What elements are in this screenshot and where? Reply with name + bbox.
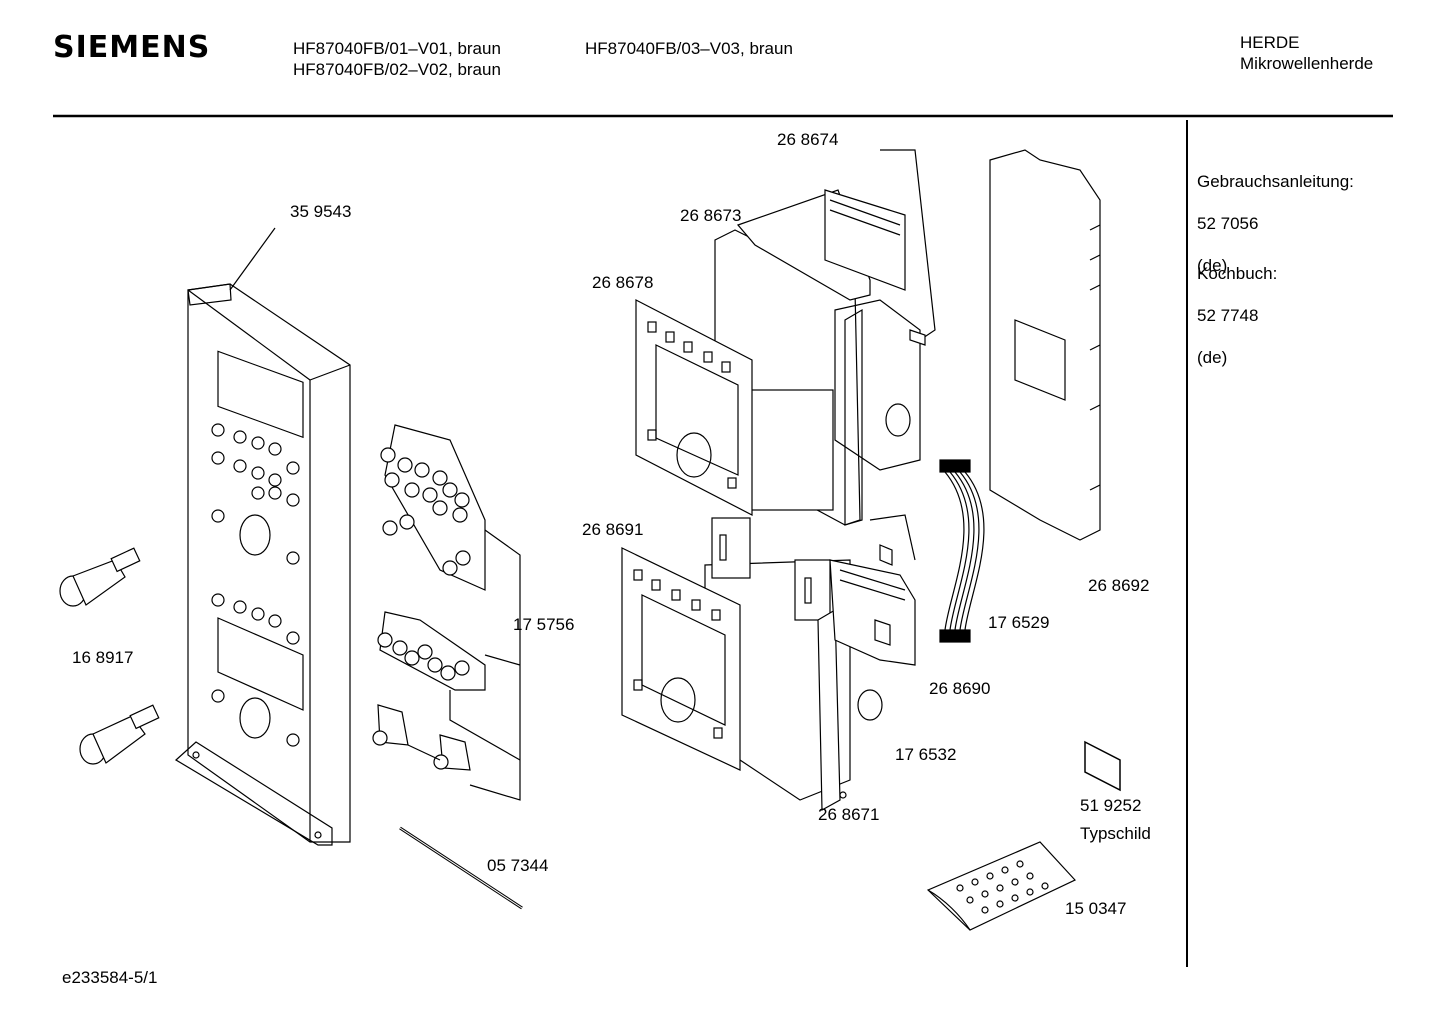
label-268673: 26 8673 — [680, 206, 742, 225]
document-id: e233584-5/1 — [62, 968, 158, 987]
ribbon-cable — [939, 459, 985, 643]
leader-359543 — [229, 227, 276, 291]
type-plate — [1084, 740, 1121, 792]
leader-175756-d — [407, 744, 441, 761]
control-module-lower — [704, 514, 916, 812]
cookbook-number: 52 7748 — [1197, 306, 1259, 325]
label-176529: 17 6529 — [988, 613, 1050, 632]
manual-label: Gebrauchsanleitung: — [1197, 172, 1354, 191]
label-150347: 15 0347 — [1065, 899, 1127, 918]
cookbook-info: Kochbuch: 52 7748 (de) — [1197, 242, 1277, 389]
label-268692: 26 8692 — [1088, 576, 1150, 595]
label-359543: 35 9543 — [290, 202, 352, 221]
label-268690: 26 8690 — [929, 679, 991, 698]
cookbook-lang: (de) — [1197, 348, 1228, 367]
knob-upper — [59, 547, 141, 607]
manual-info: Gebrauchsanleitung: 52 7056 (de) — [1197, 150, 1354, 297]
button-board-upper — [380, 424, 486, 591]
category-main: HERDE — [1240, 33, 1300, 52]
category: HERDE Mikrowellenherde — [1240, 32, 1373, 74]
label-268674: 26 8674 — [777, 130, 839, 149]
model-list-1: HF87040FB/01–V01, braun HF87040FB/02–V02… — [293, 38, 501, 80]
category-sub: Mikrowellenherde — [1240, 54, 1374, 73]
model-line: HF87040FB/03–V03, braun — [585, 39, 793, 58]
display-frame-upper — [635, 299, 753, 516]
label-268691: 26 8691 — [582, 520, 644, 539]
label-176532: 17 6532 — [895, 745, 957, 764]
leader-175756 — [469, 529, 521, 801]
button-board-small — [372, 704, 471, 771]
label-typschild: Typschild — [1080, 824, 1151, 843]
cookbook-label: Kochbuch: — [1197, 264, 1278, 283]
model-list-2: HF87040FB/03–V03, braun — [585, 38, 793, 59]
model-line: HF87040FB/01–V01, braun — [293, 39, 501, 58]
screw-bag — [926, 841, 1076, 931]
model-line: HF87040FB/02–V02, braun — [293, 60, 501, 79]
label-519252: 51 9252 — [1080, 796, 1142, 815]
front-panel — [174, 283, 351, 846]
axle-rod-core — [399, 827, 523, 909]
label-268678: 26 8678 — [592, 273, 654, 292]
brand-logo: SIEMENS — [53, 30, 211, 65]
button-board-lower — [377, 611, 486, 691]
leader-175756-c — [449, 690, 521, 761]
label-057344: 05 7344 — [487, 856, 549, 875]
display-frame-lower — [621, 547, 741, 771]
manual-number: 52 7056 — [1197, 214, 1259, 233]
label-175756: 17 5756 — [513, 615, 575, 634]
control-module-upper — [714, 149, 936, 526]
label-168917: 16 8917 — [72, 648, 134, 667]
manual-lang: (de) — [1197, 256, 1228, 275]
knob-lower — [79, 704, 160, 765]
rear-pcb — [989, 149, 1101, 541]
label-268671: 26 8671 — [818, 805, 880, 824]
leader-175756-b — [484, 654, 521, 666]
